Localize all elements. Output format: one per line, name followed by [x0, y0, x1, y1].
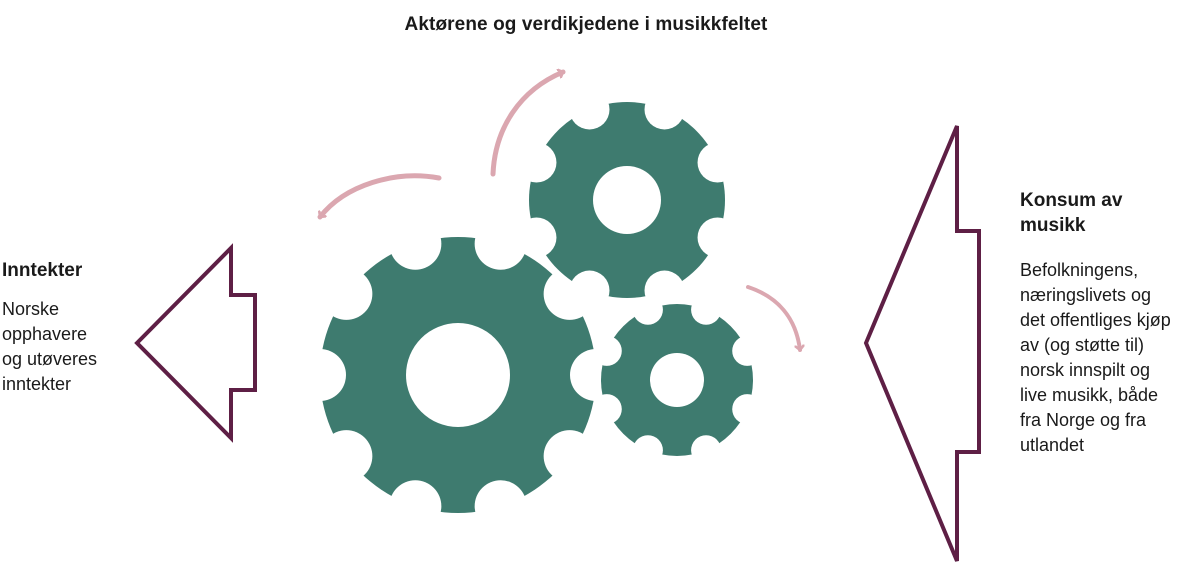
flow-arrow-right	[746, 285, 800, 352]
consumption-block: Konsum av musikk Befolkningens, næringsl…	[1020, 188, 1198, 458]
diagram-title: Aktørene og verdikjedene i musikkfeltet	[404, 14, 768, 35]
left-arrow-icon	[134, 243, 257, 443]
income-block: Inntekter Norske opphavere og utøveres i…	[2, 258, 132, 397]
top-gear-icon	[529, 102, 725, 298]
large-gear-icon	[320, 237, 596, 513]
consumption-heading: Konsum av musikk	[1020, 190, 1123, 236]
flow-arrow-up	[490, 72, 566, 177]
flow-arrow-left	[317, 173, 442, 220]
income-heading: Inntekter	[2, 260, 83, 281]
small-gear-icon	[601, 304, 753, 456]
consumption-text: Befolkningens, næringslivets og det offe…	[1020, 260, 1171, 455]
right-arrow-icon	[863, 125, 981, 562]
income-text: Norske opphavere og utøveres inntekter	[2, 299, 98, 394]
